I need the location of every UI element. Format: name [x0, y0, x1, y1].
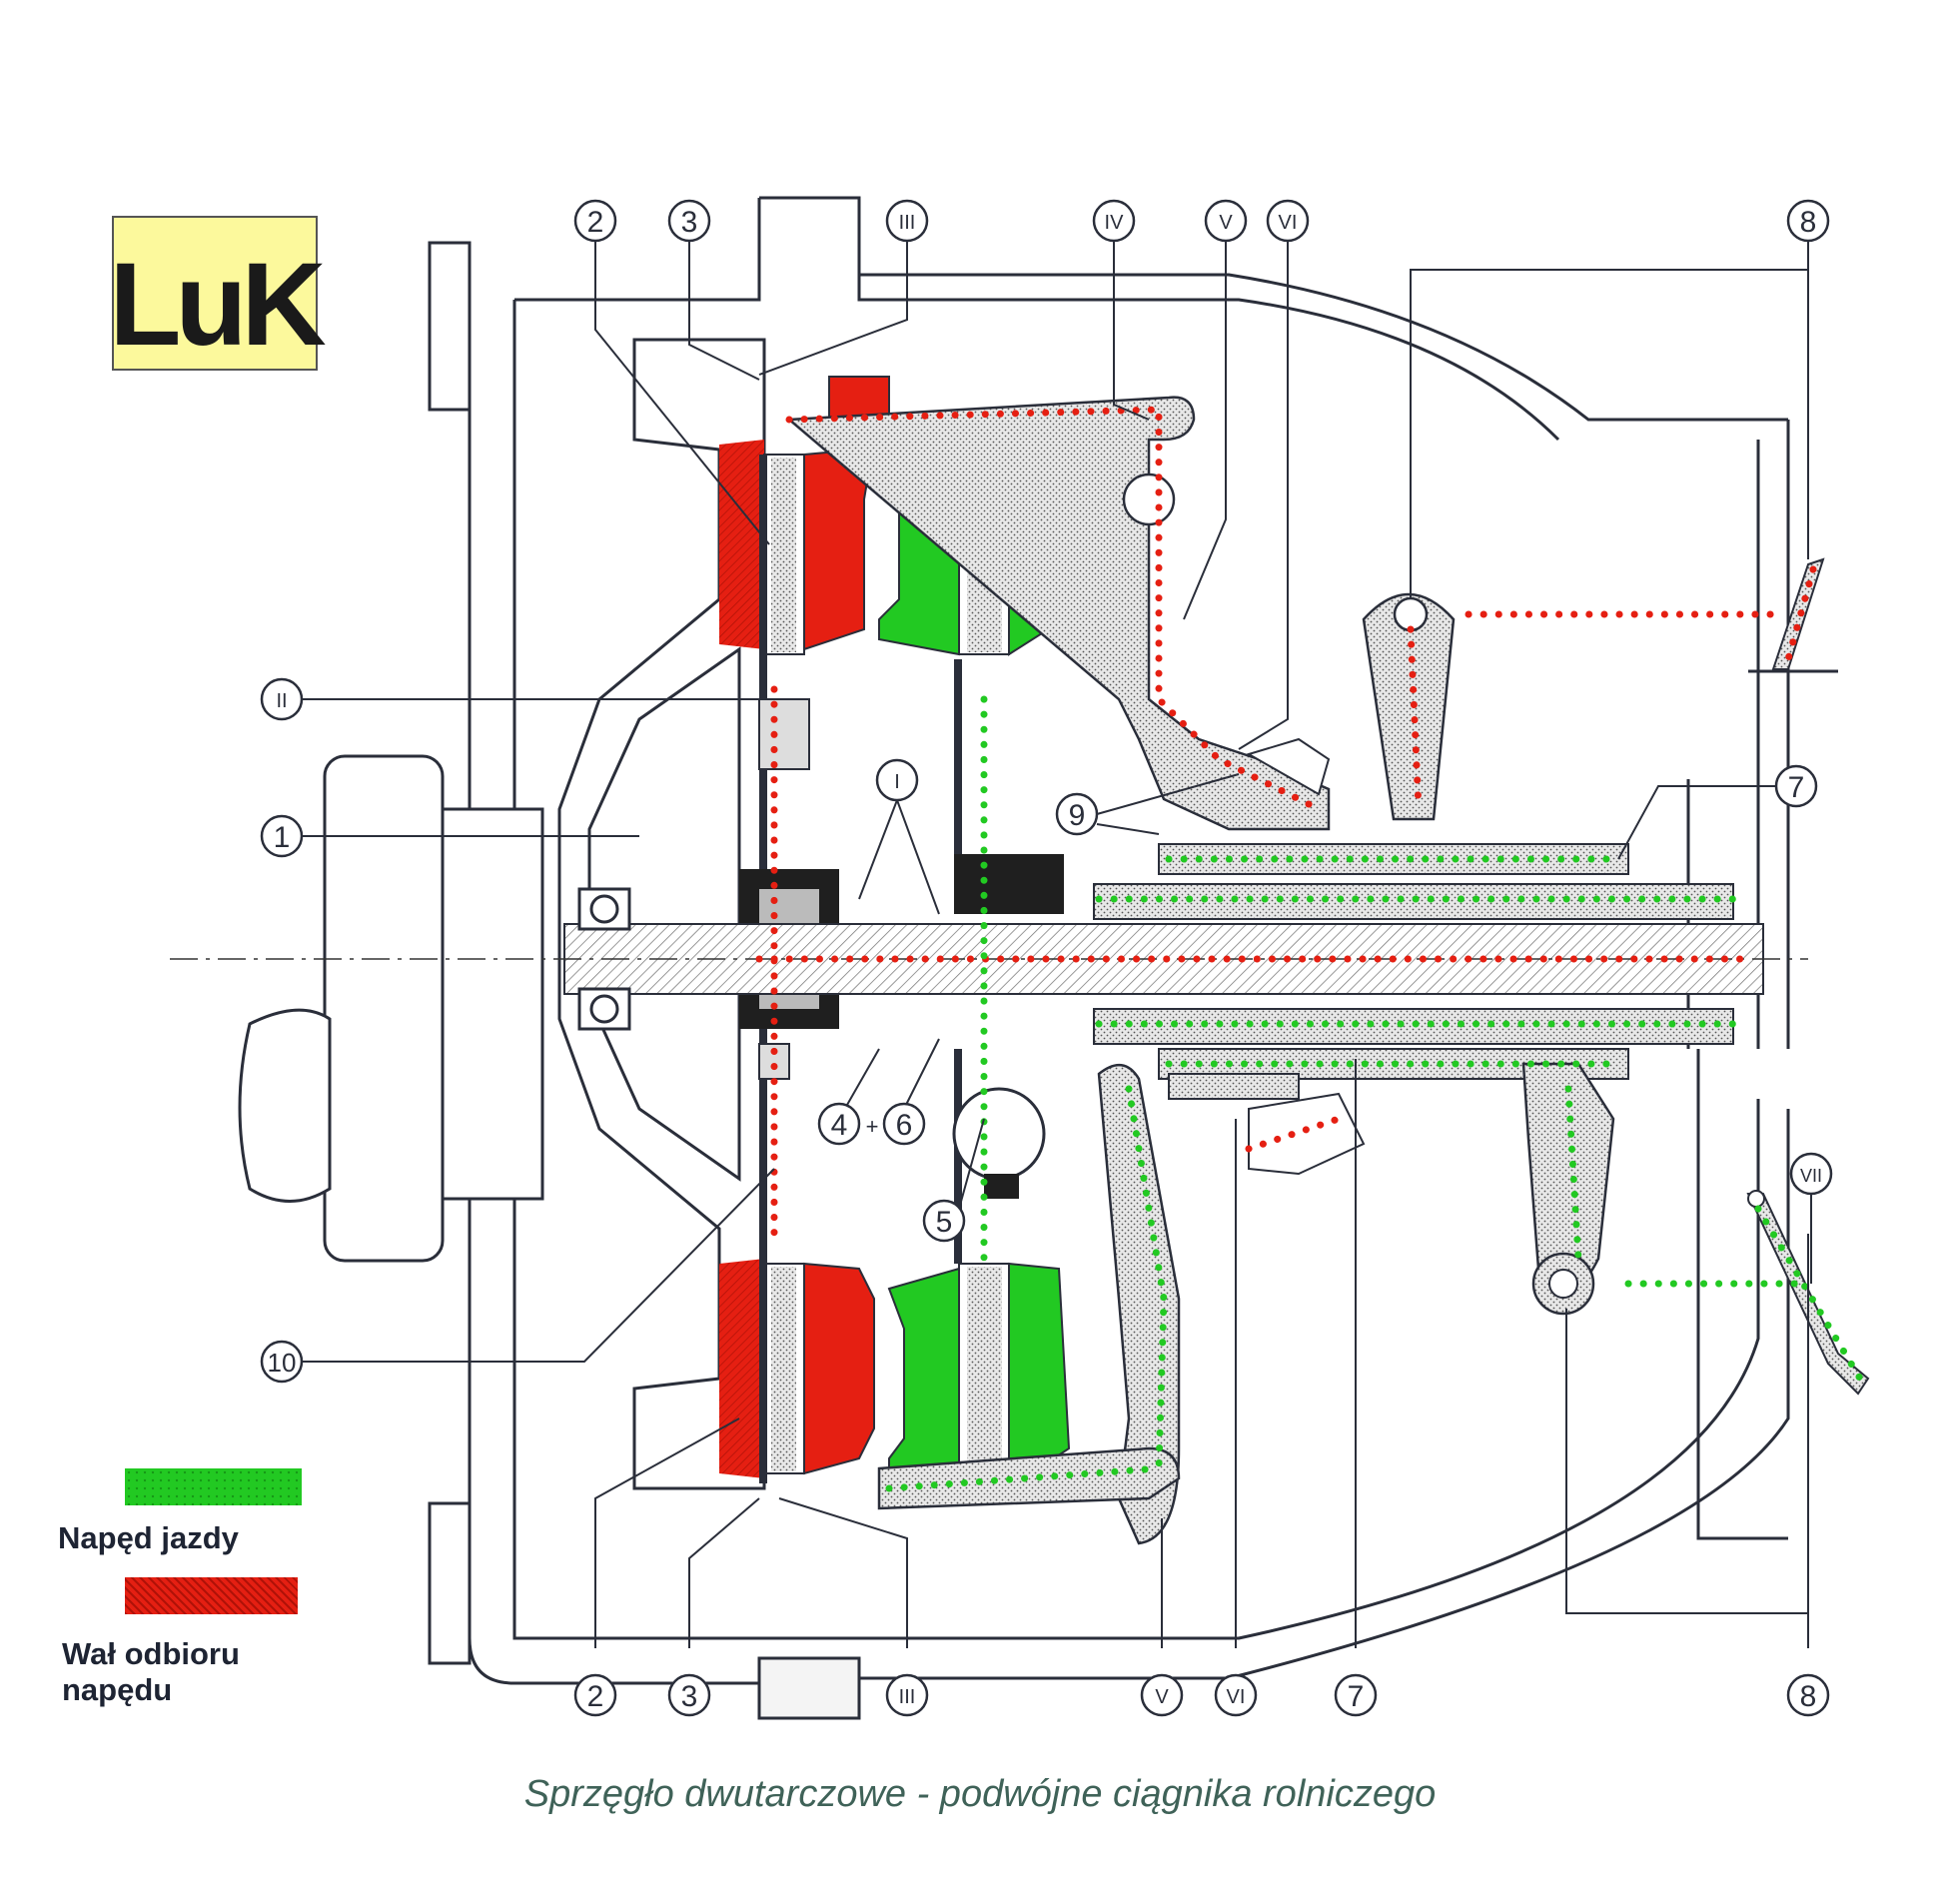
- callout-10: 10: [260, 1340, 304, 1384]
- callout-10-label: 10: [268, 1348, 297, 1378]
- callout-VII: VII: [1789, 1152, 1833, 1196]
- callout-5-label: 5: [936, 1206, 953, 1239]
- callout-2-top: 2: [573, 199, 617, 243]
- callout-III-top: III: [885, 199, 929, 243]
- callout-V-bottom: V: [1140, 1673, 1184, 1717]
- callout-III-bottom-label: III: [899, 1686, 916, 1708]
- caption: Sprzęgło dwutarczowe - podwójne ciągnika…: [523, 1773, 1437, 1815]
- callout-6: 6: [882, 1102, 926, 1146]
- legend-swatch-drive: [125, 1468, 302, 1505]
- callout-V-top: V: [1204, 199, 1248, 243]
- callout-9-label: 9: [1069, 799, 1086, 832]
- callout-II: II: [260, 677, 304, 721]
- callout-7-bottom-label: 7: [1348, 1680, 1365, 1713]
- drive-disc-bottom: [887, 1262, 1071, 1490]
- callout-1-label: 1: [274, 821, 291, 854]
- callout-VII-label: VII: [1800, 1166, 1822, 1186]
- callout-III-top-label: III: [899, 212, 916, 234]
- callout-VI-bottom-label: VI: [1227, 1686, 1246, 1708]
- pto-disc-bottom: [719, 1259, 875, 1478]
- callout-VI-top-label: VI: [1279, 212, 1298, 234]
- callout-3-top: 3: [667, 199, 711, 243]
- crankshaft-flange: [238, 754, 544, 1263]
- legend-label-pto: Wał odbioru napędu: [62, 1636, 240, 1707]
- callouts-top: 2 3 III IV V VI 8: [573, 199, 1830, 243]
- drive-linkage: [877, 1062, 1615, 1545]
- callout-3-top-label: 3: [681, 206, 698, 239]
- callout-I-label: I: [894, 771, 900, 793]
- callout-2-top-label: 2: [587, 206, 604, 239]
- callout-9: 9: [1055, 792, 1099, 836]
- callouts-center: I 4 + 6 5: [817, 758, 966, 1243]
- callout-6-label: 6: [896, 1109, 913, 1142]
- luk-logo: LuK: [109, 216, 332, 371]
- svg-text:LuK: LuK: [109, 239, 326, 371]
- callout-3-bottom: 3: [667, 1673, 711, 1717]
- pto-flow-dots: [755, 406, 1817, 1243]
- callout-8-bottom: 8: [1786, 1673, 1830, 1717]
- callout-8-top-label: 8: [1800, 206, 1817, 239]
- callout-8-bottom-label: 8: [1800, 1680, 1817, 1713]
- callout-IV-top: IV: [1092, 199, 1136, 243]
- callouts-left: II 1 10: [260, 677, 304, 1384]
- drive-flow-dots: [885, 695, 1867, 1492]
- callout-V-top-label: V: [1219, 212, 1233, 234]
- leader-lines: [294, 241, 1812, 1648]
- callout-8-top: 8: [1786, 199, 1830, 243]
- callout-4-label: 4: [831, 1109, 848, 1142]
- callout-1: 1: [260, 814, 304, 858]
- callout-7-right-label: 7: [1788, 771, 1805, 804]
- legend-label-drive: Napęd jazdy: [58, 1520, 239, 1555]
- callout-2-bottom: 2: [573, 1673, 617, 1717]
- callout-7-right: 7: [1774, 764, 1818, 808]
- callout-VI-bottom: VI: [1214, 1673, 1258, 1717]
- callout-III-bottom: III: [885, 1673, 929, 1717]
- pto-linkage: [785, 396, 1456, 831]
- pto-pedal: [1748, 557, 1838, 673]
- callouts-right: 9 7 VII: [1055, 764, 1833, 1196]
- callout-7-bottom: 7: [1334, 1673, 1378, 1717]
- pto-disc-top: [719, 376, 890, 655]
- callout-I: I: [875, 758, 919, 802]
- legend-swatch-pto: [125, 1577, 298, 1614]
- callout-2-bottom-label: 2: [587, 1680, 604, 1713]
- callout-4: 4: [817, 1102, 861, 1146]
- pilot-bearings: [577, 887, 631, 1031]
- callout-plus-sign: +: [866, 1114, 879, 1139]
- callout-3-bottom-label: 3: [681, 1680, 698, 1713]
- callout-V-bottom-label: V: [1155, 1686, 1169, 1708]
- callout-VI-top: VI: [1266, 199, 1310, 243]
- callouts-bottom: 2 3 III V VI 7 8: [573, 1673, 1830, 1717]
- callout-II-label: II: [276, 690, 287, 712]
- clutch-housing: [428, 196, 1790, 1720]
- callout-5: 5: [922, 1199, 966, 1243]
- callout-IV-top-label: IV: [1105, 212, 1125, 234]
